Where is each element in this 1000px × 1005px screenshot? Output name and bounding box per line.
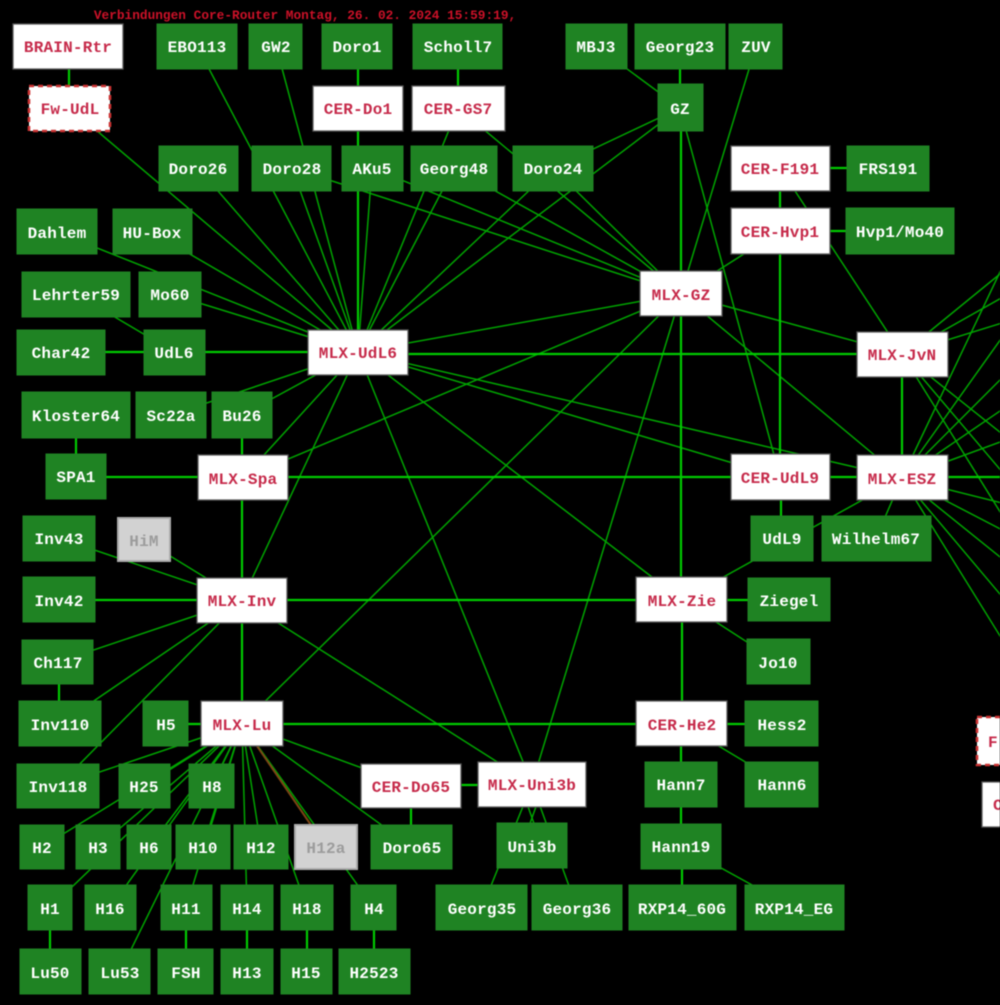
svg-text:Jo10: Jo10	[758, 655, 797, 673]
svg-text:H10: H10	[188, 840, 217, 858]
svg-text:Wilhelm67: Wilhelm67	[832, 531, 920, 549]
svg-text:FSH: FSH	[171, 965, 200, 983]
svg-text:Ziegel: Ziegel	[760, 593, 819, 611]
svg-text:EBO113: EBO113	[168, 39, 227, 57]
svg-text:Dahlem: Dahlem	[28, 225, 87, 243]
svg-text:Hvp1/Mo40: Hvp1/Mo40	[856, 224, 944, 242]
svg-text:Fw-UdL: Fw-UdL	[41, 101, 100, 119]
svg-text:Doro65: Doro65	[383, 840, 442, 858]
svg-text:HiM: HiM	[129, 533, 158, 551]
svg-text:H12a: H12a	[306, 840, 345, 858]
svg-text:H14: H14	[232, 901, 262, 919]
svg-text:H25: H25	[129, 779, 158, 797]
svg-text:Doro26: Doro26	[169, 161, 228, 179]
svg-text:BRAIN-Rtr: BRAIN-Rtr	[24, 39, 112, 57]
svg-text:H8: H8	[202, 779, 222, 797]
svg-text:H6: H6	[139, 840, 159, 858]
svg-text:H2523: H2523	[349, 965, 398, 983]
svg-text:UdL9: UdL9	[762, 531, 801, 549]
svg-text:Ch117: Ch117	[33, 655, 82, 673]
svg-text:H18: H18	[292, 901, 321, 919]
svg-text:MLX-ESZ: MLX-ESZ	[868, 471, 937, 489]
svg-text:H12: H12	[246, 840, 275, 858]
svg-text:H3: H3	[88, 840, 108, 858]
svg-text:Hann7: Hann7	[656, 777, 705, 795]
svg-text:Hann6: Hann6	[757, 777, 806, 795]
svg-text:Lu53: Lu53	[100, 965, 139, 983]
svg-text:H4: H4	[364, 901, 384, 919]
svg-text:RXP14_EG: RXP14_EG	[755, 901, 833, 919]
svg-text:MLX-JvN: MLX-JvN	[868, 347, 937, 365]
svg-text:Lehrter59: Lehrter59	[32, 287, 120, 305]
svg-text:CER-Do1: CER-Do1	[324, 101, 393, 119]
svg-text:F: F	[988, 734, 998, 752]
svg-text:Verbindungen Core-Router Monta: Verbindungen Core-Router Montag, 26. 02.…	[94, 8, 516, 23]
svg-text:MLX-Inv: MLX-Inv	[208, 593, 277, 611]
svg-text:SPA1: SPA1	[56, 469, 95, 487]
svg-text:CER-Do65: CER-Do65	[372, 779, 450, 797]
svg-text:FRS191: FRS191	[859, 161, 918, 179]
svg-text:Inv43: Inv43	[34, 531, 83, 549]
svg-text:MBJ3: MBJ3	[576, 39, 615, 57]
svg-text:UdL6: UdL6	[154, 345, 193, 363]
svg-text:CER-F191: CER-F191	[741, 161, 819, 179]
svg-text:H16: H16	[95, 901, 124, 919]
svg-text:Doro24: Doro24	[524, 161, 583, 179]
svg-text:AKu5: AKu5	[352, 161, 391, 179]
svg-text:CER-He2: CER-He2	[648, 717, 717, 735]
svg-text:C: C	[993, 797, 1000, 815]
svg-text:Lu50: Lu50	[30, 965, 69, 983]
svg-text:Inv118: Inv118	[29, 779, 88, 797]
svg-text:Inv110: Inv110	[31, 717, 90, 735]
svg-text:Uni3b: Uni3b	[507, 839, 556, 857]
svg-text:MLX-Uni3b: MLX-Uni3b	[488, 777, 576, 795]
svg-text:Georg35: Georg35	[448, 901, 517, 919]
svg-text:Kloster64: Kloster64	[32, 408, 120, 426]
svg-text:GZ: GZ	[670, 101, 690, 119]
svg-text:Doro1: Doro1	[332, 39, 381, 57]
svg-text:Inv42: Inv42	[34, 593, 83, 611]
svg-text:H2: H2	[32, 840, 52, 858]
svg-text:HU-Box: HU-Box	[123, 225, 182, 243]
svg-text:Sc22a: Sc22a	[146, 408, 195, 426]
svg-text:Georg48: Georg48	[420, 161, 489, 179]
svg-text:ZUV: ZUV	[741, 39, 771, 57]
svg-text:CER-UdL9: CER-UdL9	[741, 470, 819, 488]
svg-text:CER-GS7: CER-GS7	[424, 101, 493, 119]
svg-text:MLX-UdL6: MLX-UdL6	[319, 345, 397, 363]
svg-text:Scholl7: Scholl7	[424, 39, 493, 57]
svg-text:CER-Hvp1: CER-Hvp1	[741, 224, 819, 242]
svg-text:MLX-Spa: MLX-Spa	[209, 471, 278, 489]
svg-text:H11: H11	[171, 901, 200, 919]
svg-text:Hess2: Hess2	[757, 717, 806, 735]
svg-text:Mo60: Mo60	[150, 287, 189, 305]
svg-text:H1: H1	[40, 901, 60, 919]
svg-text:Doro28: Doro28	[263, 161, 322, 179]
svg-text:RXP14_60G: RXP14_60G	[638, 901, 726, 919]
svg-text:H13: H13	[232, 965, 261, 983]
svg-text:Georg36: Georg36	[543, 901, 612, 919]
svg-text:MLX-Zie: MLX-Zie	[648, 593, 717, 611]
svg-text:H5: H5	[156, 717, 176, 735]
svg-text:Georg23: Georg23	[646, 39, 715, 57]
svg-text:GW2: GW2	[261, 39, 290, 57]
svg-text:MLX-GZ: MLX-GZ	[652, 287, 711, 305]
svg-text:Hann19: Hann19	[652, 839, 711, 857]
svg-text:MLX-Lu: MLX-Lu	[213, 717, 272, 735]
svg-text:Bu26: Bu26	[222, 408, 261, 426]
svg-text:H15: H15	[291, 965, 320, 983]
svg-text:Char42: Char42	[32, 345, 91, 363]
